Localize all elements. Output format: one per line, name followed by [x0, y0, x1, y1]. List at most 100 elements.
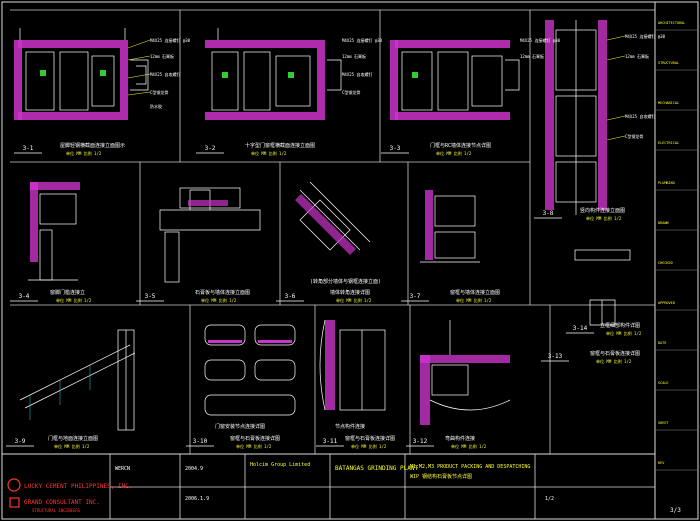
detail-number-3-1: 3-1: [23, 145, 34, 152]
side-panel-item: STRUCTURAL: [658, 61, 679, 65]
sub-caption: 节点构件连接: [335, 423, 365, 430]
detail-number-3-11: 3-11: [323, 438, 338, 445]
detail-scale-3-9: 单位 MM 比例 1/2: [54, 443, 90, 449]
detail-title-3-8: 竖向构件连接立面图: [580, 207, 625, 214]
side-panel-item: DATE: [658, 341, 666, 345]
callout-text: M4X25 自攻螺钉: [342, 71, 372, 77]
detail-title-3-4: 窗脚门槛连接立: [50, 289, 85, 296]
callout-text: M4X25 连接螺钉 @30: [150, 37, 191, 43]
detail-number-3-6: 3-6: [285, 293, 296, 300]
detail-title-3-13: 窗框与石膏板连接详图: [590, 350, 640, 357]
callout-text: 12mm 石膏板: [342, 53, 366, 59]
detail-scale-3-13: 单位 MM 比例 1/2: [596, 358, 632, 364]
detail-number-3-4: 3-4: [19, 293, 30, 300]
side-panel-item: APPROVED: [658, 301, 675, 305]
detail-3-5-drawing: [159, 187, 261, 283]
detail-number-3-14: 3-14: [573, 325, 588, 332]
detail-title-3-1: 屋脚轻钢横截面连接立面图示: [60, 142, 125, 149]
company-name-2: GRAND CONSULTANT INC.: [24, 499, 100, 506]
sub-caption: 门窗安装节点连接详图: [215, 423, 265, 430]
side-panel-item: REV: [658, 461, 665, 465]
callout-text: C型钢龙骨: [342, 89, 360, 95]
detail-title-3-3: 门框与RC墙体连接节点详图: [430, 142, 491, 149]
detail-scale-3-12: 单位 MM 比例 1/2: [451, 443, 487, 449]
detail-title-3-10: 窗框与石膏板连接详图: [230, 435, 280, 442]
side-panel-item: SCALE: [658, 381, 669, 385]
detail-3-9-drawing: [19, 329, 136, 431]
detail-3-8-drawing: [545, 20, 626, 215]
detail-title-3-14: 立框细部构件详图: [600, 322, 640, 329]
detail-number-3-8: 3-8: [543, 210, 554, 217]
diagonal-caption: (转角部分墙体与钢框连接立面): [310, 278, 381, 285]
detail-number-3-9: 3-9: [15, 438, 26, 445]
detail-number-3-2: 3-2: [205, 145, 216, 152]
detail-scale-3-7: 单位 MM 比例 1/2: [456, 297, 492, 303]
side-panel-item: DRAWN: [658, 221, 669, 225]
detail-scale-3-14: 单位 MM 比例 1/2: [606, 330, 642, 336]
callout-text: M4X25 自攻螺钉: [150, 71, 180, 77]
detail-scale-3-2: 单位 MM 比例 1/2: [251, 150, 287, 156]
ref-label: WERCN: [115, 466, 130, 472]
callout-text: 12mm 石膏板: [625, 53, 649, 59]
detail-3-3-drawing: [390, 40, 520, 120]
side-panel-item: ARCHITECTURAL: [658, 21, 685, 25]
detail-number-3-10: 3-10: [193, 438, 208, 445]
detail-scale-3-4: 单位 MM 比例 1/2: [56, 297, 92, 303]
callout-text: C型钢龙骨: [625, 133, 643, 139]
detail-3-11-drawing: [319, 319, 386, 411]
detail-number-3-12: 3-12: [413, 438, 428, 445]
callout-text: 12mm 石膏板: [150, 53, 174, 59]
detail-scale-3-11: 单位 MM 比例 1/2: [351, 443, 387, 449]
company-logo-icon: [7, 478, 21, 492]
detail-3-10-drawing: [204, 324, 296, 416]
detail-title-3-12: 弯曲构件连接: [445, 435, 475, 442]
ref-value: 2004.9: [185, 466, 203, 472]
detail-number-3-7: 3-7: [410, 293, 421, 300]
ref-value: 2006.1.9: [185, 496, 209, 502]
detail-3-12-drawing: [420, 320, 511, 425]
drawing-title-2: WIP 钢结构石膏板节点详图: [410, 473, 472, 480]
detail-3-1-drawing: [14, 28, 151, 120]
side-panel-item: PLUMBING: [658, 181, 675, 185]
company-name-2-sub: STRUCTURAL ENGINEERS: [32, 508, 81, 513]
scale-value: 1/2: [545, 496, 554, 502]
callout-text: M4X25 连接螺钉 @30: [625, 33, 666, 39]
detail-3-2-drawing: [205, 28, 342, 120]
side-panel-item: ELECTRICAL: [658, 141, 679, 145]
detail-3-7-drawing: [420, 190, 480, 263]
detail-scale-3-3: 单位 MM 比例 1/2: [436, 150, 472, 156]
consultant-logo-icon: [9, 497, 20, 508]
callout-text: M4X25 自攻螺钉: [625, 113, 655, 119]
callout-text: 12mm 石膏板: [520, 53, 544, 59]
detail-number-3-5: 3-5: [145, 293, 156, 300]
detail-title-3-7: 窗框与墙体连接立面图: [450, 289, 500, 296]
company-name-1: LUCKY CEMENT PHILIPPINES, INC.: [24, 483, 132, 490]
drawing-title: M1,M2,M3 PRODUCT PACKING AND DESPATCHING: [410, 464, 530, 470]
side-panel-item: CHECKED: [658, 261, 673, 265]
detail-scale-3-8: 单位 MM 比例 1/2: [586, 215, 622, 221]
detail-scale-3-10: 单位 MM 比例 1/2: [236, 443, 272, 449]
project-name: BATANGAS GRINDING PLANT: [335, 465, 418, 472]
detail-scale-3-5: 单位 MM 比例 1/2: [201, 297, 237, 303]
callout-text: M4X25 连接螺钉 @30: [520, 37, 561, 43]
side-panel-item: MECHANICAL: [658, 101, 679, 105]
callout-text: C型钢龙骨: [150, 89, 168, 95]
page-number: 3/3: [670, 507, 681, 514]
client-name: Holcim Group Limited: [250, 462, 310, 468]
callout-text: M4X25 连接螺钉 @30: [342, 37, 383, 43]
detail-title-3-2: 十字型门窗框横截面连接立面图: [245, 142, 315, 149]
detail-3-6-drawing: [295, 181, 371, 255]
side-panel-item: SHEET: [658, 421, 669, 425]
detail-title-3-11: 窗框与石膏板连接详图: [345, 435, 395, 442]
detail-3-4-drawing: [28, 182, 80, 281]
detail-title-3-5: 石膏板与墙体连接立面图: [195, 289, 250, 296]
detail-3-13-drawing: [574, 249, 631, 326]
detail-title-3-9: 门框与地面连接立面图: [48, 435, 98, 442]
detail-number-3-3: 3-3: [390, 145, 401, 152]
detail-scale-3-1: 单位 MM 比例 1/2: [66, 150, 102, 156]
detail-scale-3-6: 单位 MM 比例 1/2: [336, 297, 372, 303]
detail-number-3-13: 3-13: [548, 353, 563, 360]
detail-title-3-6: 墙体转角连接详图: [330, 289, 370, 296]
callout-text: 防水胶: [150, 103, 162, 109]
